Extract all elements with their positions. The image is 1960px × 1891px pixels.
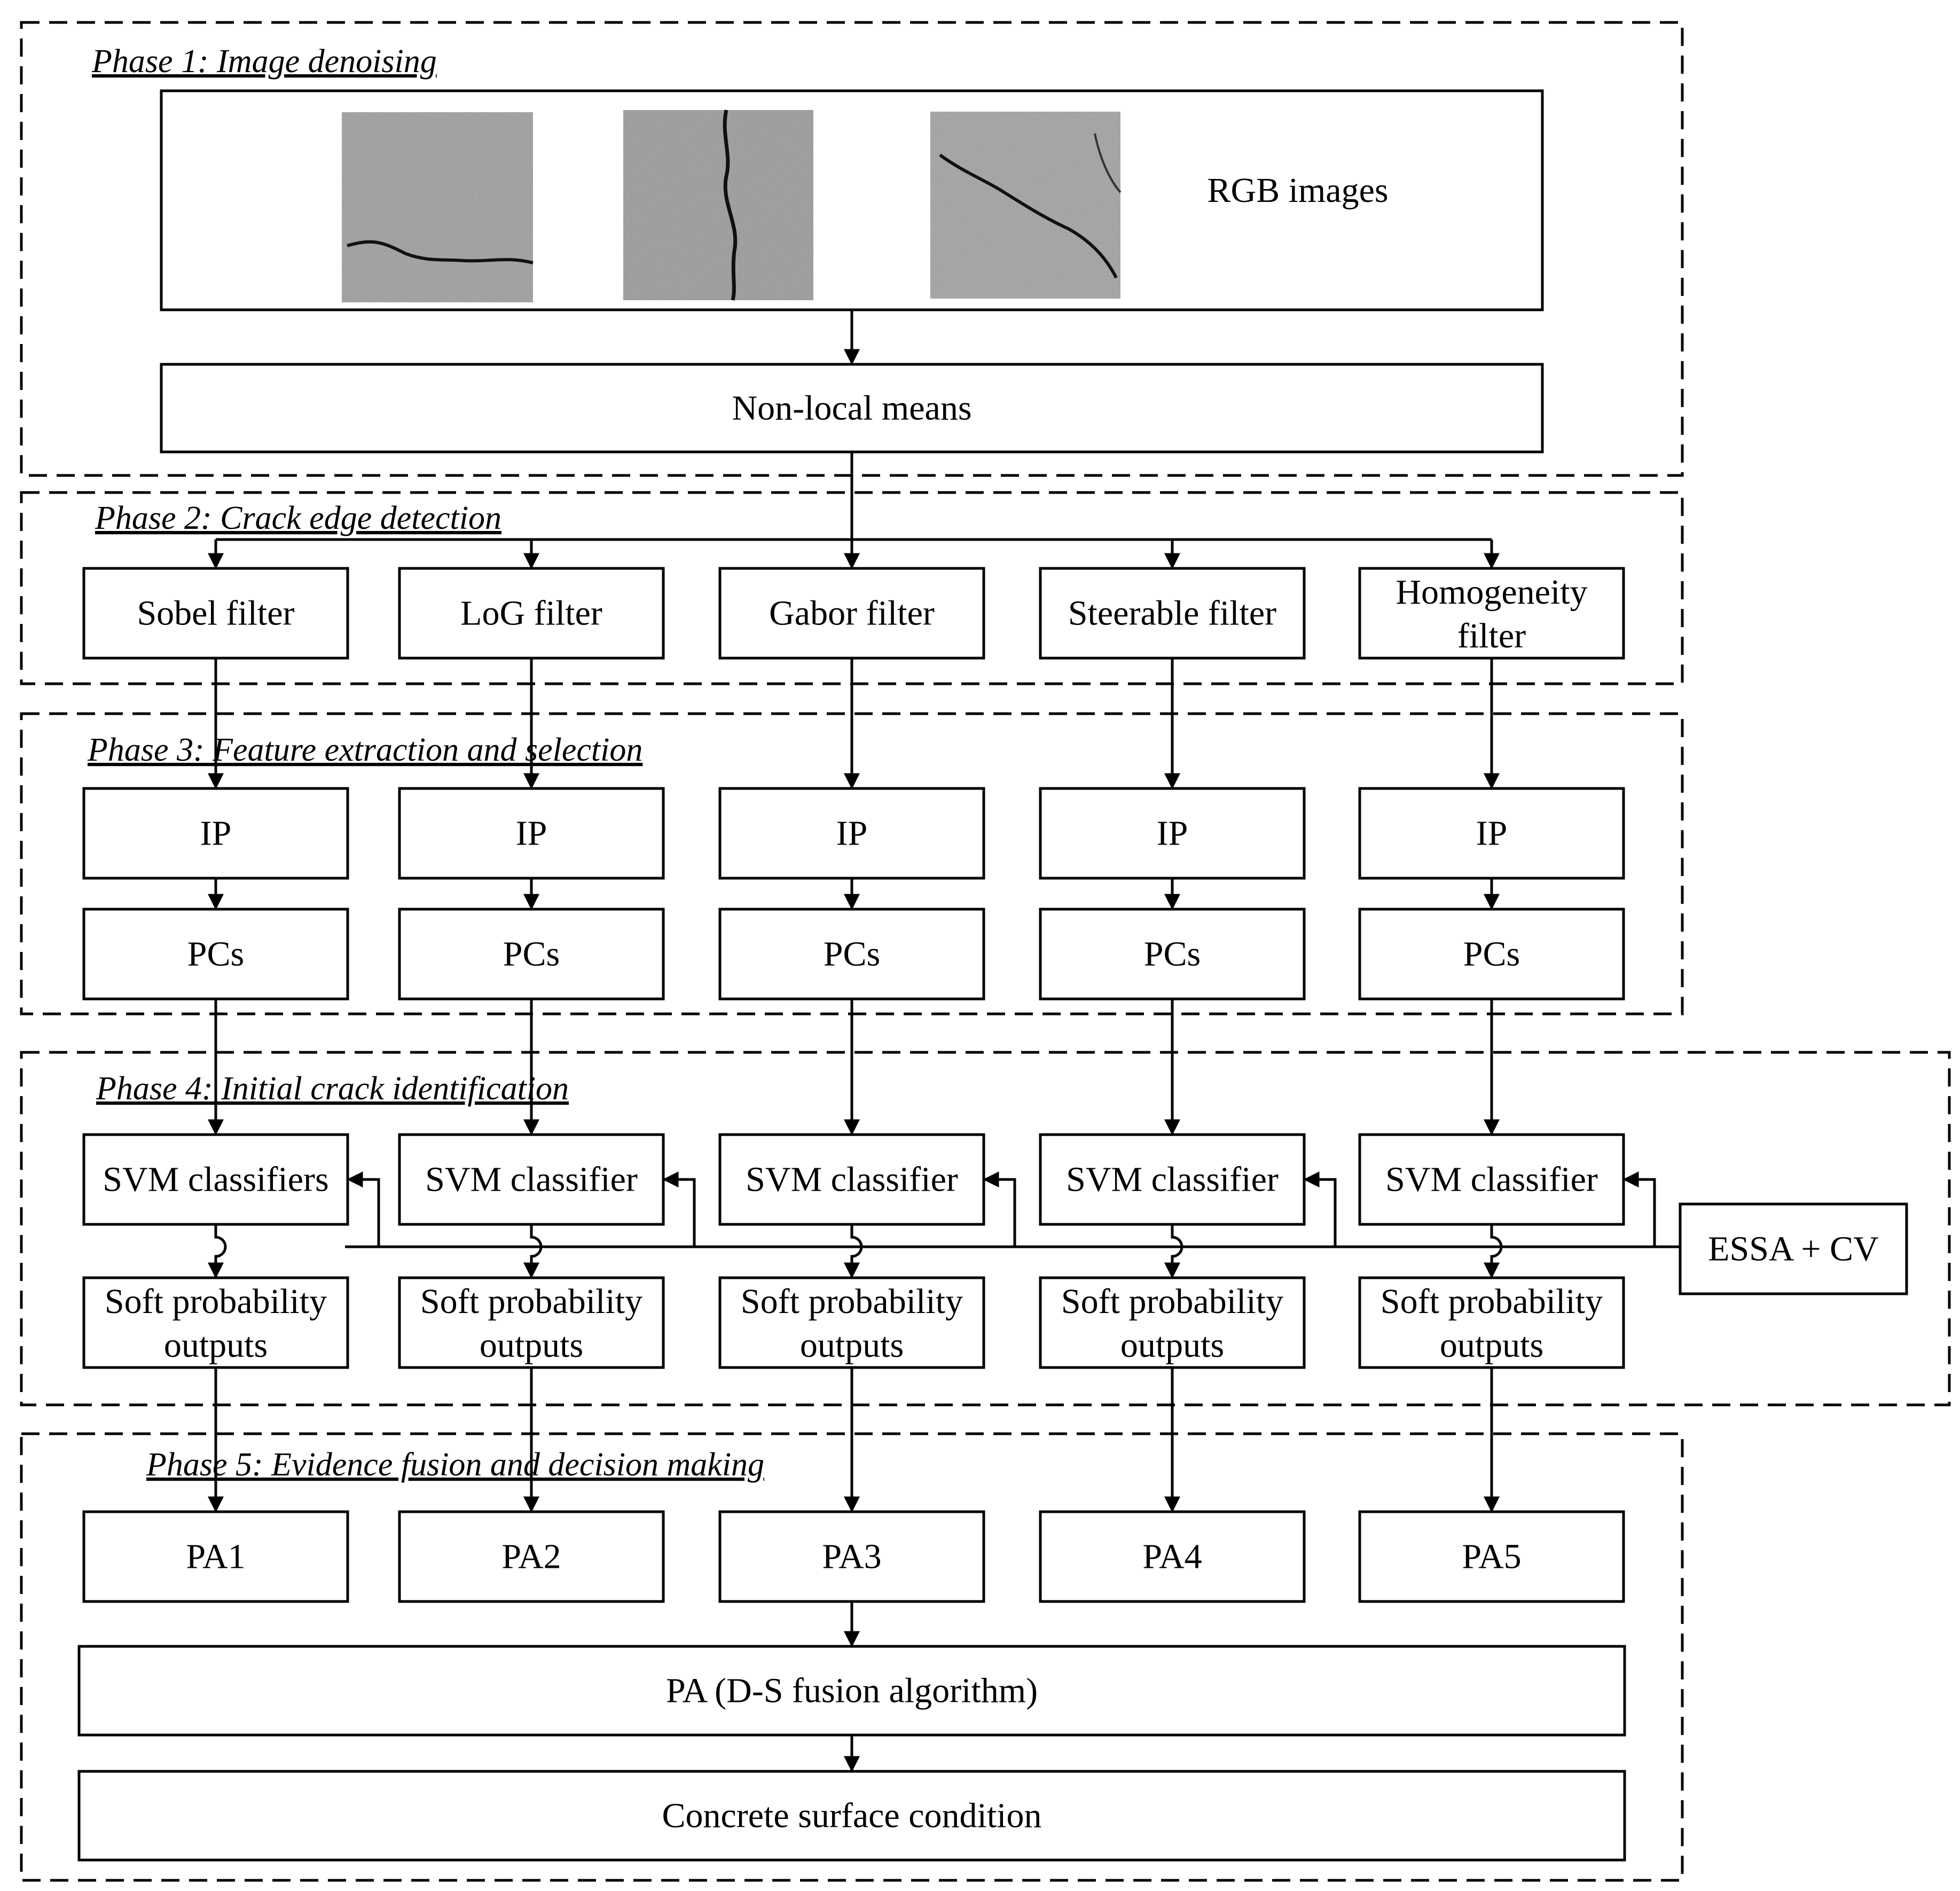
pcs-label-3: PCs [824, 935, 880, 974]
ip-label-5: IP [1476, 814, 1508, 853]
fusion-box [77, 1645, 1626, 1737]
output-box [77, 1770, 1626, 1862]
pcs-label-2: PCs [503, 935, 560, 974]
filter-label-1: Sobel filter [137, 594, 294, 633]
soft-output-box-1 [82, 1276, 349, 1369]
arrow-svm-to-soft-2 [523, 1224, 543, 1279]
filter-label-4: Steerable filter [1068, 594, 1276, 633]
arrow-optimizer-to-svm-5 [1622, 1171, 1656, 1247]
ip-box-4 [1039, 787, 1306, 880]
crack-image-1 [342, 112, 534, 302]
phase1-title: Phase 1: Image denoising [91, 43, 437, 80]
svm-label-2: SVM classifier [425, 1160, 638, 1199]
fusion-label: PA (D-S fusion algorithm) [666, 1671, 1038, 1710]
pa-box-3 [718, 1510, 985, 1603]
pa-label-2: PA2 [501, 1537, 561, 1576]
filter-box-2 [398, 567, 665, 660]
arrow-svm-to-soft-3 [844, 1224, 863, 1279]
pa-box-1 [82, 1510, 349, 1603]
non-local-means-box [160, 363, 1544, 454]
svm-label-3: SVM classifier [746, 1160, 958, 1199]
optimizer-label: ESSA + CV [1708, 1230, 1879, 1269]
pa-box-5 [1358, 1510, 1625, 1603]
input-images-label: RGB images [1207, 171, 1388, 210]
soft-output-box-5 [1358, 1276, 1625, 1369]
pa-label-4: PA4 [1142, 1537, 1202, 1576]
pa-label-1: PA1 [186, 1537, 245, 1576]
filter-box-4 [1039, 567, 1306, 660]
pcs-label-1: PCs [187, 935, 244, 974]
ip-label-2: IP [516, 814, 547, 853]
svm-box-1 [82, 1133, 349, 1226]
phase4-title: Phase 4: Initial crack identification [96, 1070, 569, 1107]
output-label: Concrete surface condition [662, 1796, 1041, 1835]
non-local-means-label: Non-local means [732, 389, 971, 428]
pcs-box-3 [718, 908, 985, 1001]
pa-label-5: PA5 [1462, 1537, 1521, 1576]
ip-label-4: IP [1157, 814, 1188, 853]
pa-label-3: PA3 [822, 1537, 881, 1576]
phase2-title: Phase 2: Crack edge detection [95, 500, 501, 536]
pcs-box-2 [398, 908, 665, 1001]
pcs-box-4 [1039, 908, 1306, 1001]
connectors [208, 310, 1680, 1772]
svm-label-5: SVM classifier [1385, 1160, 1598, 1199]
ip-box-5 [1358, 787, 1625, 880]
filter-box-3 [718, 567, 985, 660]
filter-label-2: LoG filter [460, 594, 602, 633]
ip-box-2 [398, 787, 665, 880]
arrow-optimizer-to-svm-1 [347, 1171, 380, 1247]
crack-image-2 [623, 110, 813, 301]
svm-box-3 [718, 1133, 985, 1226]
arrow-svm-to-soft-4 [1164, 1224, 1183, 1279]
arrow-optimizer-to-svm-4 [1303, 1171, 1337, 1247]
svm-label-1: SVM classifiers [103, 1160, 328, 1199]
pcs-label-4: PCs [1144, 935, 1201, 974]
optimizer-box [1679, 1202, 1908, 1295]
ip-label-1: IP [200, 814, 232, 853]
arrow-optimizer-to-svm-3 [983, 1171, 1016, 1247]
ip-box-1 [82, 787, 349, 880]
arrow-svm-to-soft-5 [1484, 1224, 1503, 1279]
svm-label-4: SVM classifier [1066, 1160, 1279, 1199]
pa-box-2 [398, 1510, 665, 1603]
phase5-title: Phase 5: Evidence fusion and decision ma… [146, 1447, 764, 1483]
arrow-optimizer-to-svm-2 [662, 1171, 696, 1247]
crack-image-3 [930, 112, 1122, 299]
ip-box-3 [718, 787, 985, 880]
pcs-label-5: PCs [1463, 935, 1520, 974]
phase3-title: Phase 3: Feature extraction and selectio… [87, 732, 642, 768]
filter-box-1 [82, 567, 349, 660]
filter-label-3: Gabor filter [769, 594, 935, 633]
soft-output-box-4 [1039, 1276, 1306, 1369]
processing-rows: Sobel filter LoG filter Gabor filter Steera… [82, 567, 1625, 1603]
arrow-svm-to-soft-1 [208, 1224, 227, 1279]
ip-label-3: IP [836, 814, 868, 853]
